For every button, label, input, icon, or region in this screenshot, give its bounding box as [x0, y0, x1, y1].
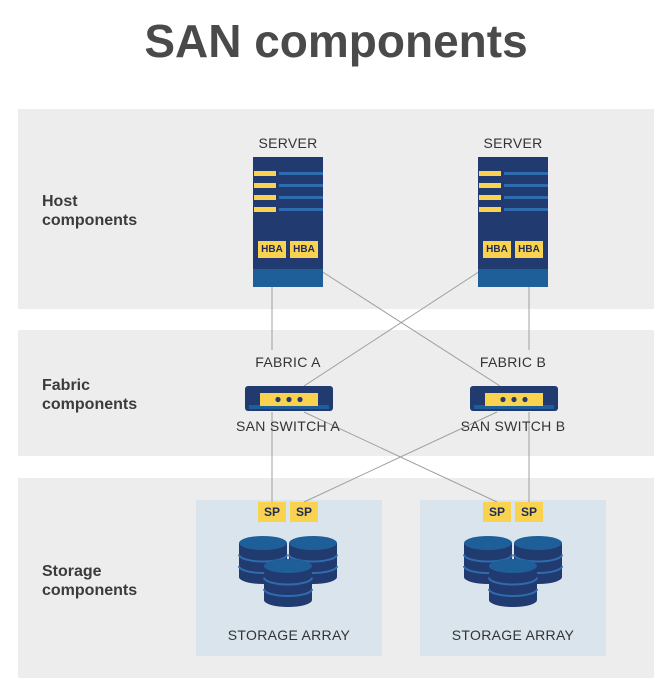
link-server2-switchA	[303, 259, 498, 387]
storage-band-label: Storage components	[42, 563, 138, 599]
sp-badge: SP	[258, 502, 286, 522]
server-icon	[253, 157, 323, 287]
sp-badge: SP	[483, 502, 511, 522]
hba-badge: HBA	[515, 241, 543, 258]
san-switch-icon	[245, 386, 333, 411]
database-stack-icon	[463, 535, 563, 608]
host-band-label: Host components	[42, 193, 138, 229]
storage-array-label-1: STORAGE ARRAY	[227, 627, 351, 643]
storage-array-label-2: STORAGE ARRAY	[451, 627, 575, 643]
switch-label-b: SAN SWITCH B	[460, 418, 566, 434]
fabric-label-b: FABRIC B	[479, 354, 547, 370]
link-switchB-sp2	[303, 411, 498, 503]
link-server1-switchB	[303, 259, 501, 387]
fabric-band-label: Fabric components	[42, 377, 138, 413]
host-band	[18, 109, 654, 309]
hba-badge: HBA	[483, 241, 511, 258]
server-label-1: SERVER	[258, 135, 318, 151]
san-switch-icon	[470, 386, 558, 411]
sp-badge: SP	[515, 502, 543, 522]
database-stack-icon	[238, 535, 338, 608]
server-icon	[478, 157, 548, 287]
hba-badge: HBA	[258, 241, 286, 258]
diagram-title: SAN components	[144, 15, 528, 67]
hba-badge: HBA	[290, 241, 318, 258]
sp-badge: SP	[290, 502, 318, 522]
switch-label-a: SAN SWITCH A	[236, 418, 340, 434]
server-label-2: SERVER	[483, 135, 543, 151]
fabric-label-a: FABRIC A	[255, 354, 321, 370]
